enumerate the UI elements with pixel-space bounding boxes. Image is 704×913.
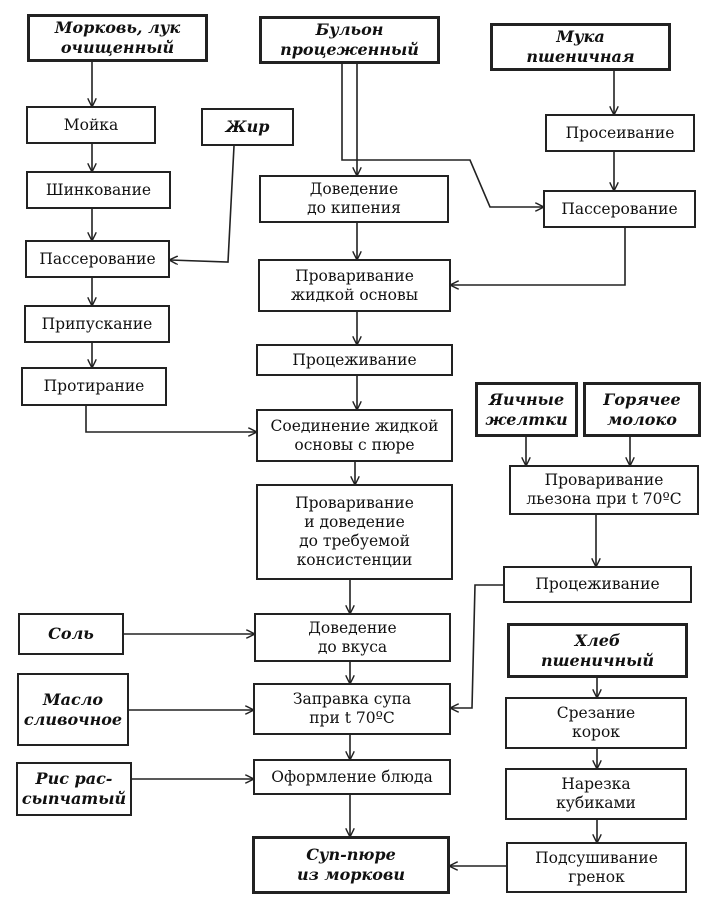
flow-node-label: Доведение (309, 180, 399, 198)
flow-node-label: Оформление блюда (271, 767, 433, 786)
flow-node-label: гренок (568, 867, 625, 886)
flow-node-n9: Пассерование (25, 240, 170, 278)
flow-node-n10: Пассерование (543, 190, 696, 228)
connector-n2-n10 (341, 64, 543, 207)
flow-node-label: Срезание (556, 704, 636, 722)
flow-node-label: основы с пюре (294, 435, 415, 454)
flow-node-label: Доведение (308, 618, 397, 637)
flow-node-n12: Припускание (24, 305, 170, 343)
flow-node-label: льезона при t 70ºC (526, 490, 682, 508)
flow-node-label: Мойка (63, 115, 119, 134)
flow-node-label: Подсушивание (535, 848, 658, 867)
flow-node-label: Морковь, лук (54, 18, 181, 37)
flow-node-label: Шинкование (45, 180, 152, 199)
flow-node-n28: Оформление блюда (253, 759, 451, 795)
flow-node-label: Проваривание (295, 494, 414, 512)
connector-n5-n9 (170, 145, 235, 262)
flow-node-label: Бульон (315, 20, 384, 39)
flow-node-label: пшеничная (526, 47, 635, 66)
flow-node-label: Просеивание (565, 123, 675, 142)
flow-node-label: Соединение жидкой (270, 416, 439, 435)
flow-node-n14: Протирание (21, 367, 167, 406)
flow-node-label: Мука (556, 27, 605, 46)
flow-node-n13: Процеживание (256, 344, 453, 376)
connector-n20-n25 (451, 584, 503, 708)
flow-node-label: Масло (42, 689, 104, 709)
flow-node-label: желтки (485, 409, 568, 429)
flow-node-label: Рис рас- (35, 769, 113, 788)
flow-node-n20: Процеживание (503, 566, 692, 603)
flow-node-label: из моркови (296, 865, 406, 884)
flow-node-label: Заправка супа (292, 690, 412, 708)
flow-node-label: консистенции (296, 551, 413, 569)
flow-node-label: Проваривание (544, 471, 664, 489)
flow-node-n4: Мойка (26, 106, 156, 144)
flow-node-label: Процеживание (535, 575, 660, 593)
flow-node-label: Суп-пюре (306, 845, 396, 864)
flow-node-n21: Соль (18, 613, 124, 655)
flow-node-label: Нарезка (561, 775, 631, 793)
flow-node-label: Соль (48, 624, 94, 643)
flow-node-label: Хлеб (574, 630, 621, 650)
flow-node-label: Горячее (603, 389, 681, 409)
flow-node-label: сливочное (23, 709, 123, 729)
flow-node-label: при t 70ºC (309, 709, 395, 727)
connector-n10-n11 (451, 228, 626, 285)
flow-node-n6: Просеивание (545, 114, 695, 152)
flow-node-label: кубиками (556, 794, 636, 812)
flow-node-label: Припускание (41, 314, 153, 333)
flow-node-label: пшеничный (540, 650, 655, 670)
connector-n14-n17 (85, 406, 256, 432)
flow-node-n7: Шинкование (26, 171, 171, 209)
flow-node-label: процеженный (280, 40, 419, 59)
flow-node-label: и доведение (304, 513, 405, 531)
flow-node-n27: Рис рас-сыпчатый (16, 762, 132, 816)
flow-node-label: до требуемой (299, 532, 410, 550)
flow-node-label: Проваривание (295, 266, 414, 285)
flow-node-label: Протирание (43, 377, 145, 395)
flow-node-label: очищенный (60, 38, 175, 57)
flow-node-label: жидкой основы (290, 285, 419, 304)
flow-node-label: сыпчатый (21, 789, 127, 808)
flow-node-label: до вкуса (317, 637, 388, 656)
flow-node-label: корок (572, 723, 620, 741)
flow-node-label: до кипения (307, 199, 401, 217)
flow-node-label: Пассерование (561, 199, 678, 218)
flow-node-label: Процеживание (292, 350, 417, 369)
flow-node-label: Жир (225, 117, 270, 136)
flow-node-n5: Жир (201, 108, 294, 146)
flow-node-label: Яичные (488, 389, 565, 409)
flow-node-label: Пассерование (39, 249, 156, 268)
flow-node-label: молоко (607, 409, 677, 429)
